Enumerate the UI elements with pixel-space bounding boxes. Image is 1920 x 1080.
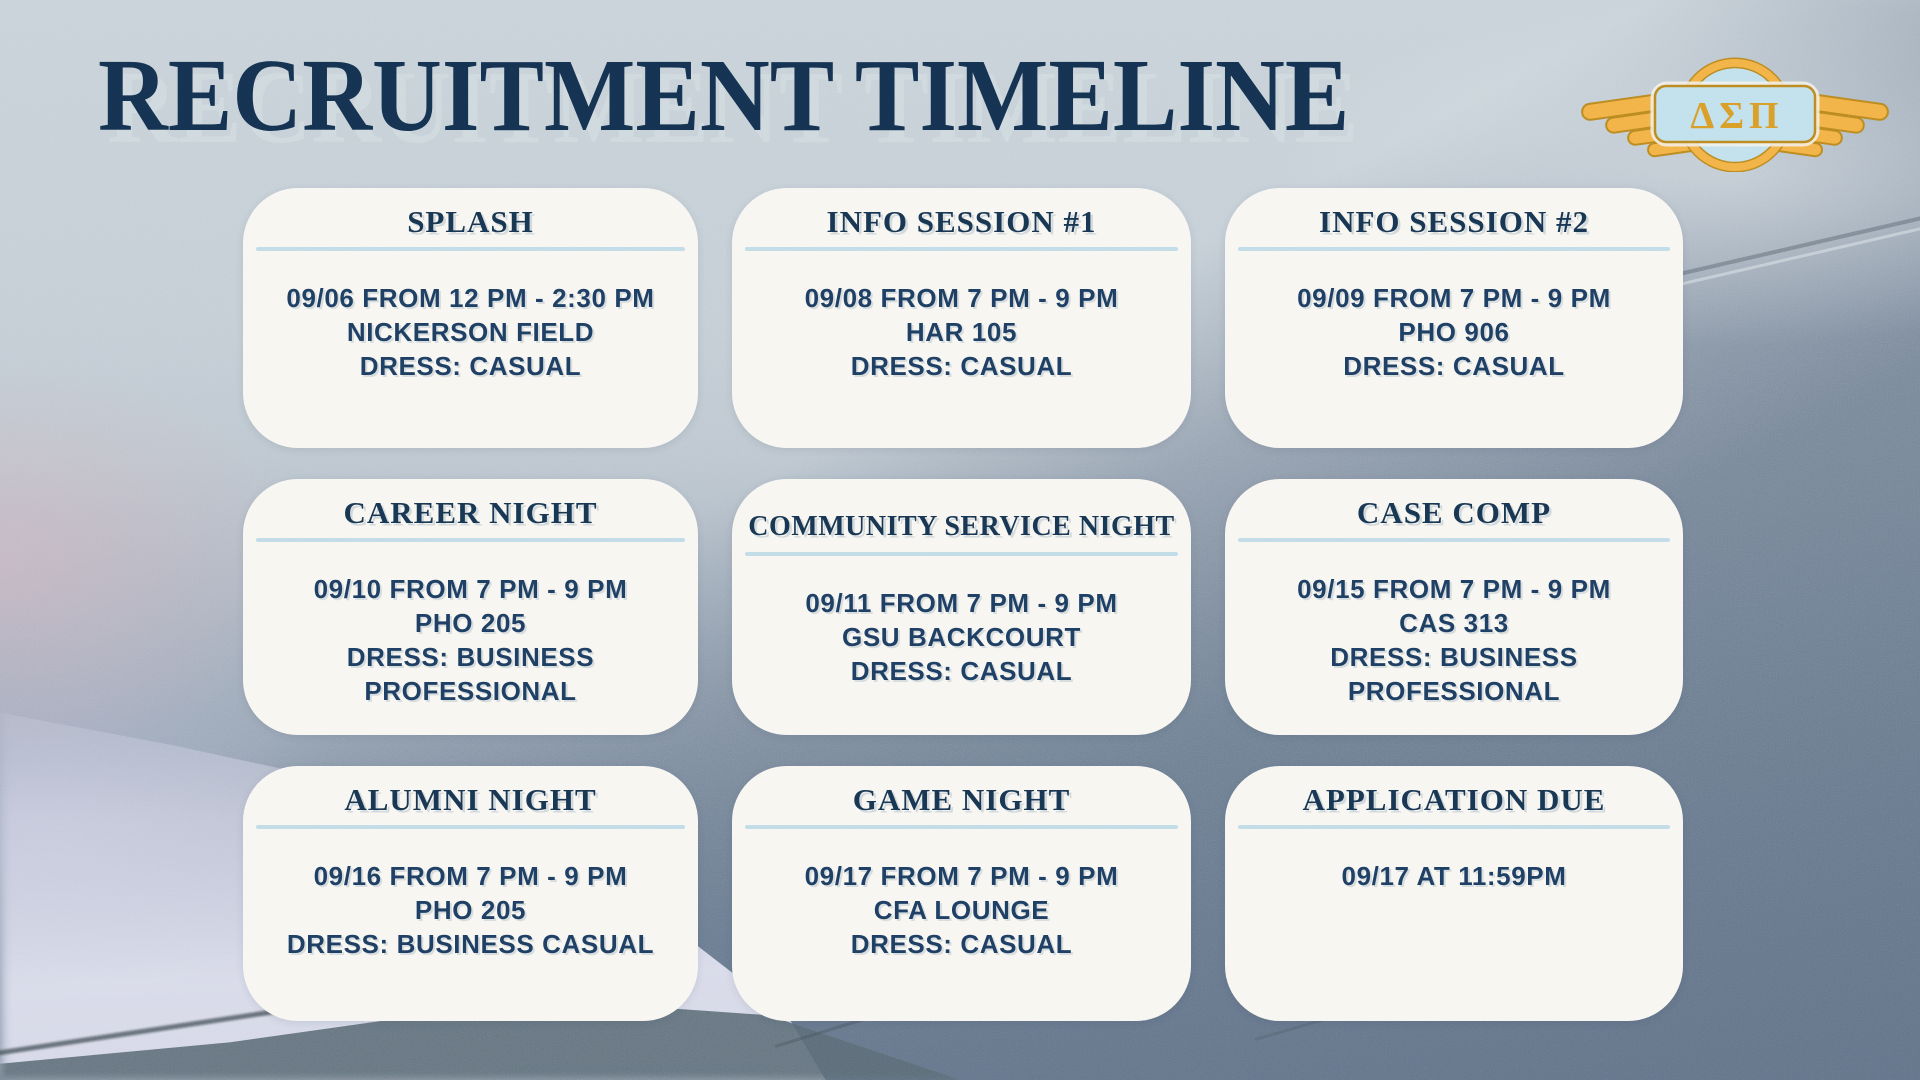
event-detail-line: 09/10 FROM 7 PM - 9 PM xyxy=(313,574,628,604)
card-divider xyxy=(1238,247,1670,251)
event-detail-line: 09/17 FROM 7 PM - 9 PM xyxy=(804,861,1119,891)
event-detail-line: DRESS: CASUAL xyxy=(850,351,1073,381)
logo-greek-letters: ΔΣΠ xyxy=(1690,95,1783,137)
event-detail-line: 09/16 FROM 7 PM - 9 PM xyxy=(313,861,628,891)
event-detail-line: DRESS: BUSINESS CASUAL xyxy=(286,929,655,959)
event-card-body: 09/11 FROM 7 PM - 9 PM GSU BACKCOURT DRESS… xyxy=(732,586,1191,688)
event-card: CAREER NIGHT 09/10 FROM 7 PM - 9 PM PHO 2… xyxy=(243,479,698,735)
event-detail-line: DRESS: CASUAL xyxy=(1343,351,1565,381)
event-card: GAME NIGHT 09/17 FROM 7 PM - 9 PM CFA LOU… xyxy=(732,766,1191,1021)
card-divider xyxy=(745,825,1178,829)
event-card-title: INFO SESSION #2 xyxy=(1319,204,1589,239)
pilot-wings-logo: ΔΣΠ xyxy=(1581,57,1889,172)
event-card-title: CAREER NIGHT xyxy=(343,495,598,530)
event-detail-line: NICKERSON FIELD xyxy=(346,317,595,347)
event-detail-line: PHO 205 xyxy=(414,895,527,925)
event-card: SPLASH 09/06 FROM 12 PM - 2:30 PM NICKERS… xyxy=(243,188,698,448)
card-divider xyxy=(256,538,685,542)
event-detail-line: DRESS: BUSINESS PROFESSIONAL xyxy=(1330,642,1578,706)
card-divider xyxy=(256,825,685,829)
event-card-title: INFO SESSION #1 xyxy=(826,204,1097,239)
event-detail-line: GSU BACKCOURT xyxy=(842,622,1081,652)
event-detail-line: DRESS: CASUAL xyxy=(850,656,1073,686)
card-divider xyxy=(745,247,1178,251)
event-detail-line: DRESS: BUSINESS xyxy=(346,642,595,672)
event-card: COMMUNITY SERVICE NIGHT 09/11 FROM 7 PM … xyxy=(732,479,1191,735)
event-detail-line: 09/06 FROM 12 PM - 2:30 PM xyxy=(286,283,655,313)
event-detail-line: CFA LOUNGE xyxy=(873,895,1050,925)
card-divider xyxy=(745,552,1178,556)
event-detail-line: 09/15 FROM 7 PM - 9 PM xyxy=(1297,574,1611,604)
event-card-title: APPLICATION DUE xyxy=(1302,782,1606,817)
event-card: INFO SESSION #1 09/08 FROM 7 PM - 9 PM HA… xyxy=(732,188,1191,448)
event-card-body: 09/17 FROM 7 PM - 9 PM CFA LOUNGE DRESS: C… xyxy=(732,859,1191,961)
card-divider xyxy=(1238,825,1670,829)
logo-medallion: ΔΣΠ xyxy=(1650,57,1820,172)
event-detail-line: CAS 313 xyxy=(1399,608,1509,638)
event-card-title: ALUMNI NIGHT xyxy=(344,782,597,817)
event-detail-line: 09/17 AT 11:59PM xyxy=(1341,861,1567,891)
event-detail-line: PROFESSIONAL xyxy=(364,676,577,706)
event-detail-line: PHO 205 xyxy=(414,608,527,638)
event-card-body: 09/17 AT 11:59PM xyxy=(1225,859,1683,893)
card-divider xyxy=(256,247,685,251)
event-card: APPLICATION DUE 09/17 AT 11:59PM xyxy=(1225,766,1683,1021)
event-card-title: SPLASH xyxy=(407,204,534,239)
page-title: RECRUITMENT TIMELINE xyxy=(98,38,1350,153)
event-detail-line: 09/08 FROM 7 PM - 9 PM xyxy=(804,283,1119,313)
event-detail-line: DRESS: CASUAL xyxy=(850,929,1073,959)
event-detail-line: HAR 105 xyxy=(905,317,1018,347)
cards-grid: SPLASH 09/06 FROM 12 PM - 2:30 PM NICKERS… xyxy=(243,188,1683,1021)
event-detail-line: PHO 906 xyxy=(1398,317,1510,347)
event-card-title: CASE COMP xyxy=(1356,495,1552,530)
card-divider xyxy=(1238,538,1670,542)
event-card-title: COMMUNITY SERVICE NIGHT xyxy=(748,511,1175,542)
event-card-title: GAME NIGHT xyxy=(852,782,1071,817)
event-detail-line: 09/09 FROM 7 PM - 9 PM xyxy=(1297,283,1611,313)
event-detail-line: 09/11 FROM 7 PM - 9 PM xyxy=(805,588,1118,618)
event-card-body: 09/06 FROM 12 PM - 2:30 PM NICKERSON FIEL… xyxy=(243,281,698,383)
event-card: INFO SESSION #2 09/09 FROM 7 PM - 9 PM PH… xyxy=(1225,188,1683,448)
event-detail-line: DRESS: CASUAL xyxy=(359,351,582,381)
event-card: ALUMNI NIGHT 09/16 FROM 7 PM - 9 PM PHO 2… xyxy=(243,766,698,1021)
